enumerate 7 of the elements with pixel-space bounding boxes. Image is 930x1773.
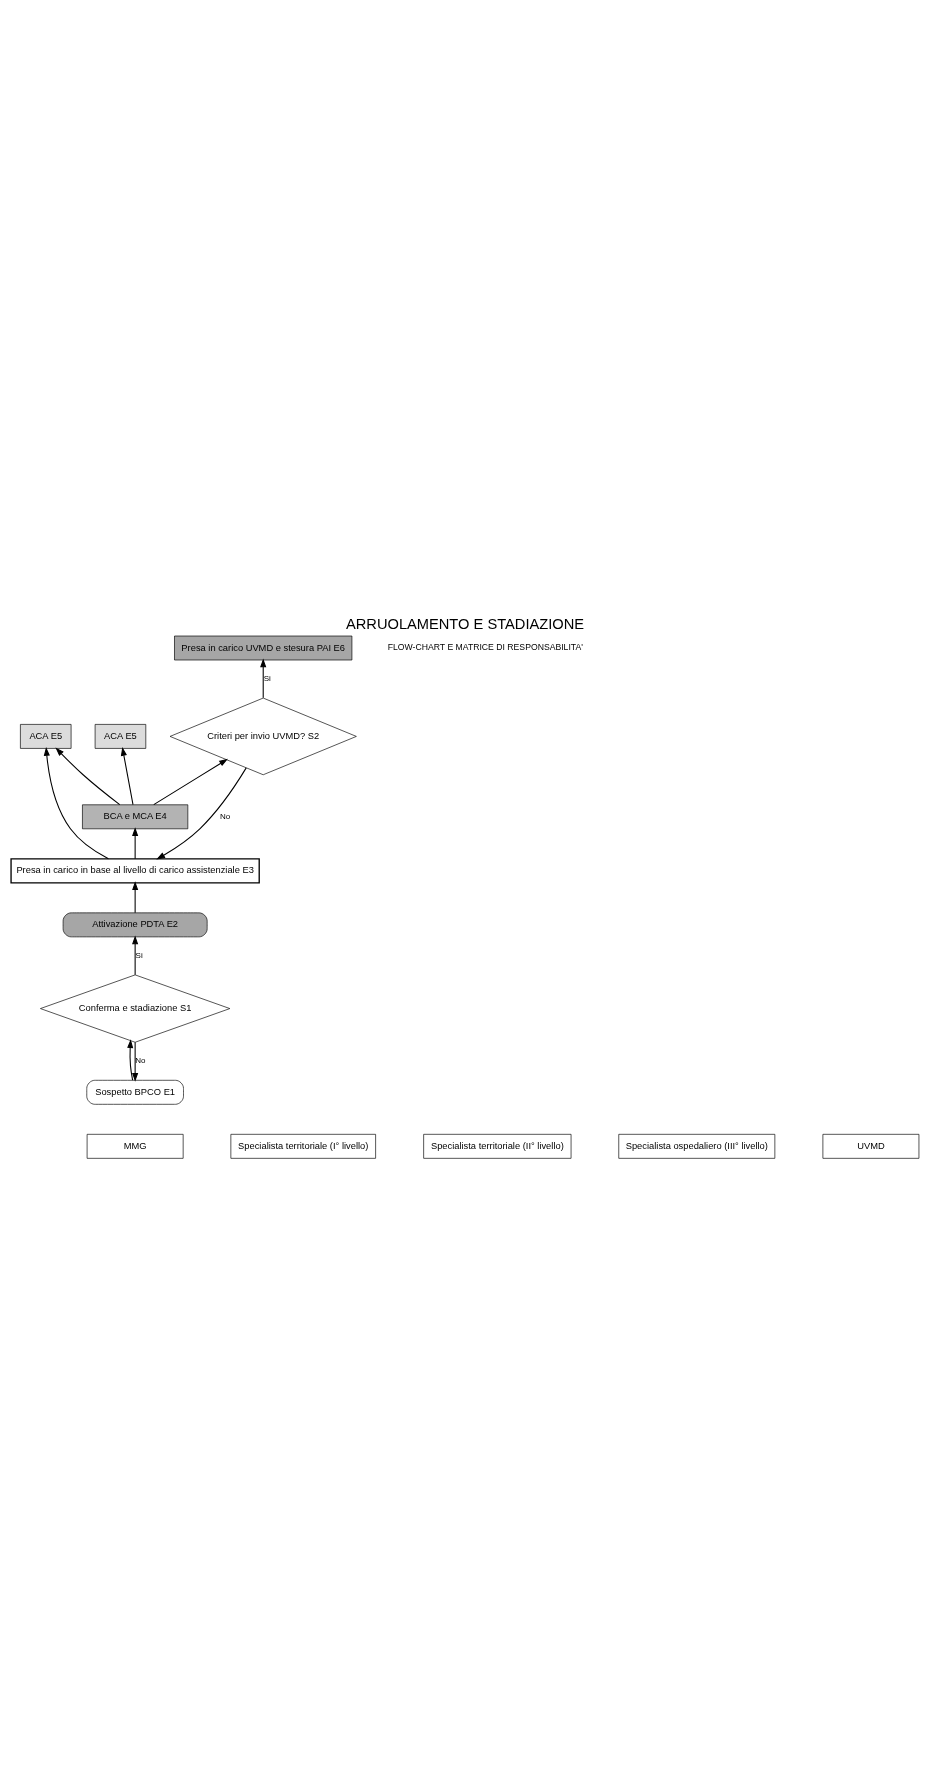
label: UVMD — [857, 1140, 885, 1151]
diagram-title: ARRUOLAMENTO E STADIAZIONE — [345, 616, 585, 633]
label: Specialista territoriale (II° livello) — [430, 1140, 564, 1151]
label: Specialista territoriale (I° livello) — [238, 1140, 369, 1151]
label: FLOW-CHART E MATRICE DI RESPONSABILITA' — [387, 642, 583, 653]
label: Specialista ospedaliero (III° livello) — [625, 1140, 768, 1151]
label: MMG — [123, 1140, 147, 1151]
